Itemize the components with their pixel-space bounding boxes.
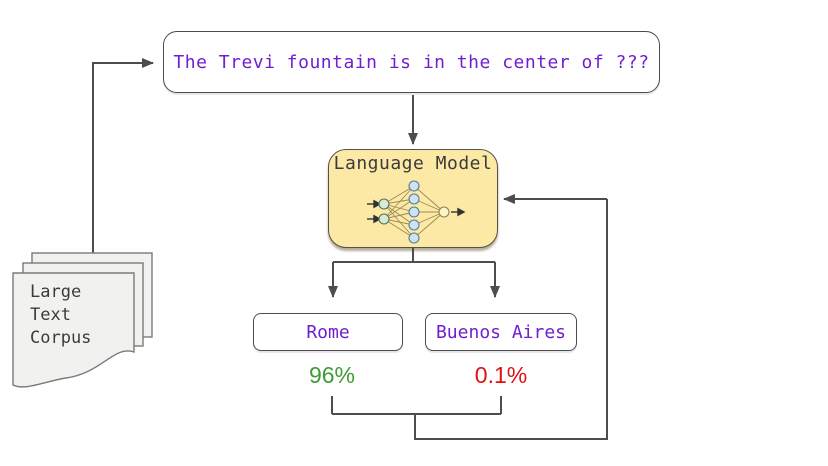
answer-box-rome: Rome	[253, 313, 403, 351]
nn-input-node	[378, 198, 390, 210]
nn-input-node	[378, 213, 390, 225]
nn-hidden-node	[408, 232, 420, 244]
corpus-to-prompt-arrow	[92, 58, 154, 253]
neural-network-icon	[367, 180, 466, 244]
document-page-front	[12, 272, 135, 388]
nn-hidden-node	[408, 206, 420, 218]
nn-hidden-node	[408, 193, 420, 205]
nn-hidden-node	[408, 180, 420, 192]
corpus-label: Large Text Corpus	[30, 282, 92, 348]
model-output-fork-line	[333, 248, 495, 263]
nn-output-node	[438, 206, 450, 218]
model-title: Language Model	[333, 153, 493, 174]
prompt-box: The Trevi fountain is in the center of ?…	[163, 31, 660, 93]
document-pages	[12, 252, 153, 388]
answer-label-buenos-aires: Buenos Aires	[435, 321, 567, 343]
probability-buenos-aires: 0.1%	[474, 362, 528, 388]
language-model-box: Language Model	[328, 149, 498, 248]
answer-box-buenos-aires: Buenos Aires	[425, 313, 577, 351]
feedback-loop-line	[331, 199, 608, 440]
answer-label-rome: Rome	[306, 321, 350, 343]
corpus-document-stack: Large Text Corpus	[8, 240, 168, 405]
prompt-text: The Trevi fountain is in the center of ?…	[173, 51, 650, 73]
nn-hidden-node	[408, 219, 420, 231]
probability-rome: 96%	[308, 362, 356, 388]
